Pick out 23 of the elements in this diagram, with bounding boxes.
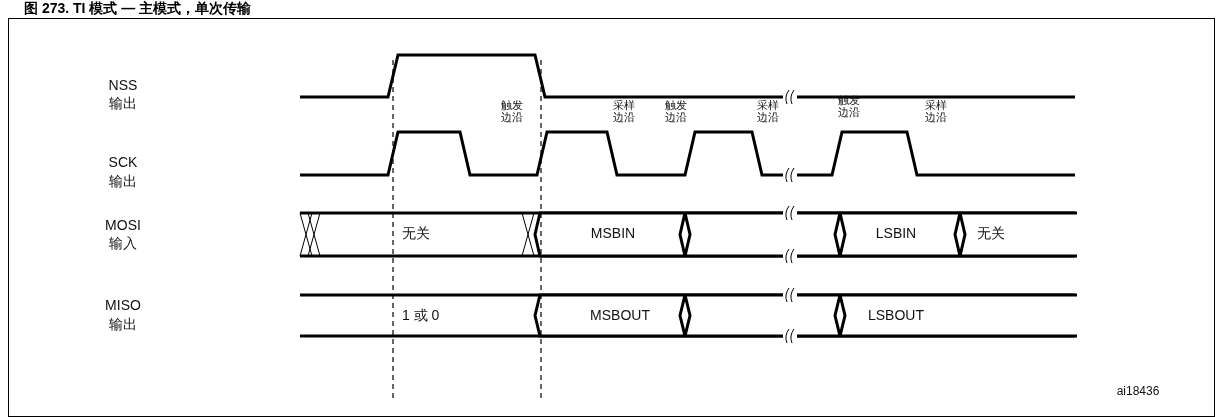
edge-annotation: 采样边沿 — [612, 99, 636, 125]
edge-annotation: 触发边沿 — [664, 99, 688, 125]
bus-value: LSBOUT — [868, 308, 924, 324]
signal-name: SCK — [108, 155, 138, 171]
signal-name: MISO — [105, 298, 141, 314]
signal-name: NSS — [108, 78, 138, 94]
bus-value: 无关 — [402, 226, 430, 242]
figure-title: 图 273. TI 模式 — 主模式，单次传输 — [24, 0, 252, 16]
bus-value: MSBIN — [590, 226, 636, 242]
edge-annotation: 触发边沿 — [500, 99, 524, 125]
bus-value: 1 或 0 — [402, 308, 440, 324]
edge-annotation: 采样边沿 — [756, 99, 780, 125]
edge-annotation: 触发边沿 — [837, 94, 861, 120]
bus-value: 无关 — [977, 226, 1005, 242]
figure-id: ai18436 — [1116, 385, 1160, 399]
signal-name: 输出 — [109, 174, 137, 190]
bus-value: LSBIN — [875, 226, 917, 242]
signal-name: 输出 — [109, 96, 137, 112]
signal-name: MOSI — [105, 218, 141, 234]
bus-value: MSBOUT — [590, 308, 650, 324]
signal-name: 输出 — [109, 317, 137, 333]
edge-annotation: 采样边沿 — [924, 99, 948, 125]
signal-name: 输入 — [109, 236, 137, 252]
